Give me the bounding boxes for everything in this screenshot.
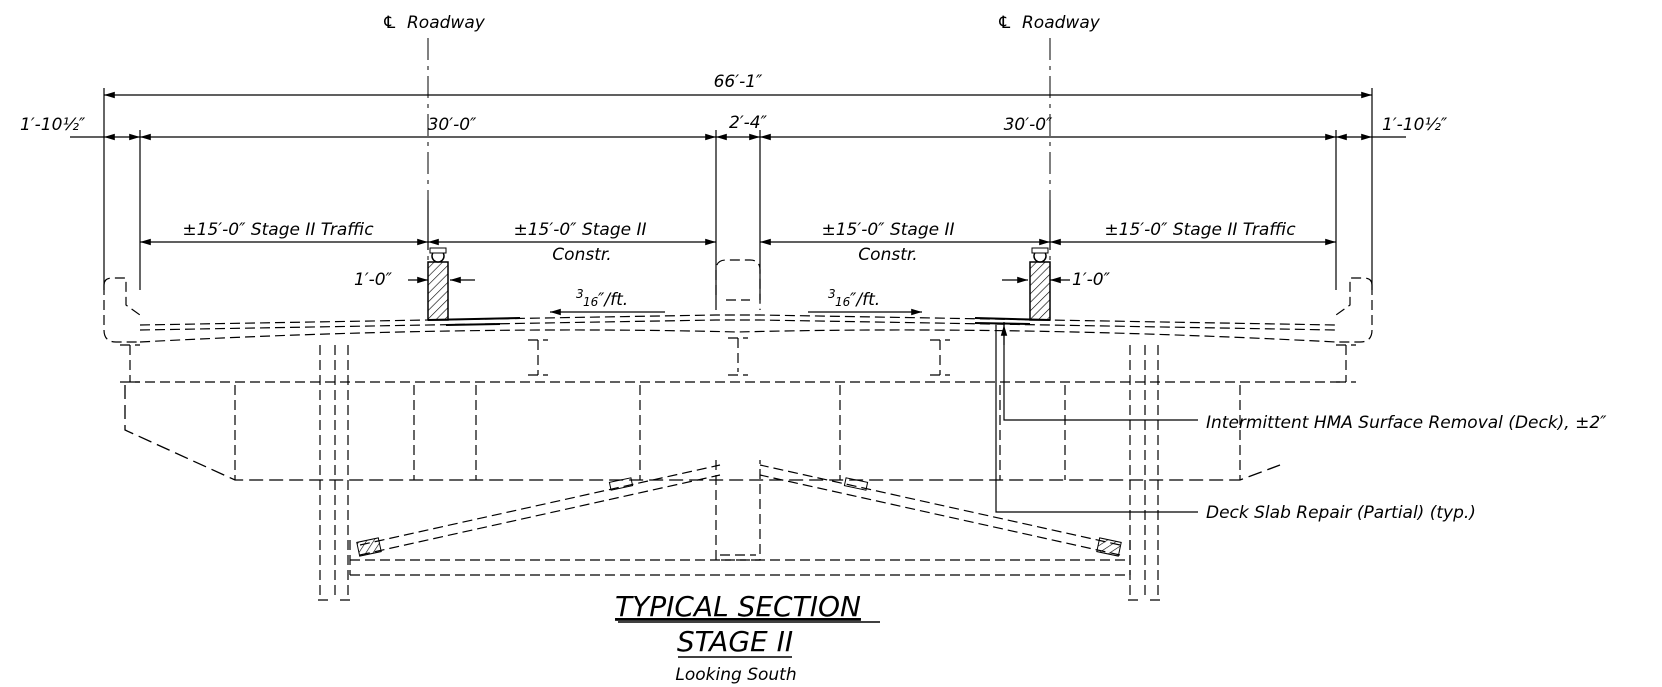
bridge-deck [103, 259, 1373, 343]
left-constr-dimension-line1: ±15′-0″ Stage II [514, 220, 647, 240]
centerline-right-symbol: ℄ [997, 13, 1012, 33]
right-constr-dimension-line2: Constr. [858, 245, 917, 265]
left-roadway-dimension: 30′-0″ [428, 115, 477, 135]
right-constr-dimension-line1: ±15′-0″ Stage II [822, 220, 955, 240]
stage-title: STAGE II [677, 625, 793, 658]
pier-cap [124, 345, 1281, 601]
overall-dimension-text: 66′-1″ [714, 72, 763, 92]
median-dimension: 2′-4″ [729, 113, 768, 133]
centerline-right-label: Roadway [1022, 13, 1101, 33]
looking-south-label: Looking South [675, 665, 796, 685]
left-slope-num: 3 [576, 287, 584, 301]
right-traffic-dimension: ±15′-0″ Stage II Traffic [1104, 220, 1296, 240]
right-slope-num: 3 [828, 287, 836, 301]
centerline-left-label: Roadway [407, 13, 486, 33]
deck-repair-callout: Deck Slab Repair (Partial) (typ.) [1206, 503, 1476, 523]
right-temporary-barrier [974, 247, 1051, 325]
right-slope-den: 16 [835, 295, 851, 309]
left-temporary-barrier [427, 247, 521, 326]
extension-lines [103, 88, 1373, 300]
hma-removal-callout: Intermittent HMA Surface Removal (Deck),… [1206, 413, 1607, 433]
callout-leaders [995, 322, 1198, 513]
right-roadway-dimension: 30′-0″ [1004, 115, 1053, 135]
left-edge-dimension: 1′-10½″ [20, 115, 86, 135]
right-edge-dimension: 1′-10½″ [1382, 115, 1448, 135]
left-traffic-dimension: ±15′-0″ Stage II Traffic [182, 220, 374, 240]
left-slope-den: 16 [583, 295, 599, 309]
left-barrier-offset: 1′-0″ [354, 270, 393, 290]
girders [120, 337, 1356, 383]
centerline-left-symbol: ℄ [382, 13, 397, 33]
right-slope-unit: ″/ft. [850, 290, 880, 310]
diagonal-braces [356, 464, 1122, 557]
right-barrier-offset: 1′-0″ [1072, 270, 1111, 290]
left-slope-unit: ″/ft. [598, 290, 628, 310]
section-title: TYPICAL SECTION [615, 590, 861, 623]
left-constr-dimension-line2: Constr. [552, 245, 611, 265]
